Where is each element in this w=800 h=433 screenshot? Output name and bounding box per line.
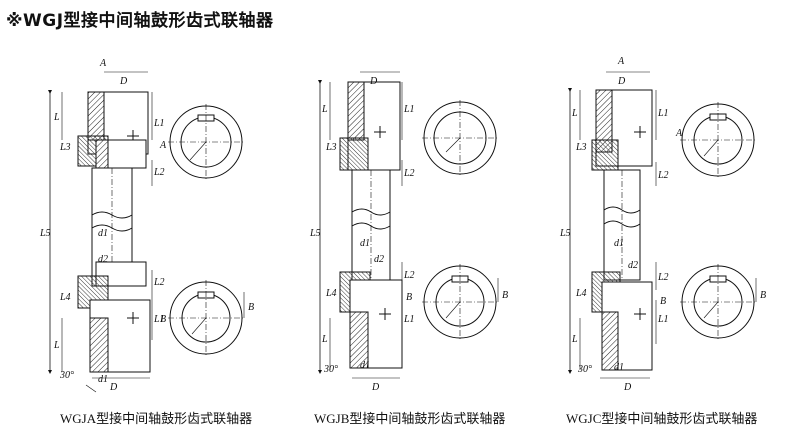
dimension-labels: L5 L L L1 L2 L2 L1 L3 L4 A A D D d1 d2 d… bbox=[39, 56, 766, 393]
dim-angle-label: 30° bbox=[577, 364, 592, 375]
dim-d-label: D bbox=[617, 76, 626, 87]
dim-a-label: A bbox=[617, 56, 625, 67]
dim-b-label: B bbox=[660, 296, 666, 307]
dim-l1-label: L1 bbox=[657, 108, 669, 119]
dim-b-label: B bbox=[160, 314, 166, 325]
dim-l2-label: L2 bbox=[153, 277, 165, 288]
dim-d1-label: d1 bbox=[614, 238, 624, 249]
dim-d2-label: d2 bbox=[628, 260, 638, 271]
dim-d1-label: d1 bbox=[360, 360, 370, 371]
dim-b-label: B bbox=[406, 292, 412, 303]
dim-l-label: L bbox=[53, 340, 60, 351]
drawing-wgjc bbox=[568, 71, 757, 379]
dim-b-label: B bbox=[502, 290, 508, 301]
dim-l2-label: L2 bbox=[657, 272, 669, 283]
dim-l-label: L bbox=[571, 108, 578, 119]
dim-l5-label: L5 bbox=[559, 228, 571, 239]
dim-a-label: A bbox=[99, 58, 107, 69]
dim-l2-label: L2 bbox=[403, 168, 415, 179]
dim-angle-label: 30° bbox=[59, 370, 74, 381]
dim-d1-label: d1 bbox=[98, 374, 108, 385]
drawing-wgjb bbox=[318, 71, 499, 379]
dim-l-label: L bbox=[321, 334, 328, 345]
dim-b-label: B bbox=[760, 290, 766, 301]
dim-l2-label: L2 bbox=[657, 170, 669, 181]
dim-d2-label: d2 bbox=[98, 254, 108, 265]
caption-wgja: WGJA型接中间轴鼓形齿式联轴器 bbox=[60, 411, 253, 426]
dim-l-label: L bbox=[53, 112, 60, 123]
caption-wgjc: WGJC型接中间轴鼓形齿式联轴器 bbox=[566, 411, 758, 426]
drawing-wgja bbox=[48, 71, 245, 393]
dim-l3-label: L3 bbox=[325, 142, 337, 153]
dim-l3-label: L3 bbox=[575, 142, 587, 153]
dim-d-label: D bbox=[371, 382, 380, 393]
dim-l3-label: L3 bbox=[59, 142, 71, 153]
dim-d-label: D bbox=[119, 76, 128, 87]
dim-l-label: L bbox=[321, 104, 328, 115]
page-title: ※WGJ型接中间轴鼓形齿式联轴器 bbox=[6, 11, 274, 31]
dim-l2-label: L2 bbox=[153, 167, 165, 178]
dim-b-label: B bbox=[248, 302, 254, 313]
dim-d-label: D bbox=[369, 76, 378, 87]
dim-l4-label: L4 bbox=[59, 292, 71, 303]
dim-a-label: A bbox=[159, 140, 167, 151]
dim-d1-label: d1 bbox=[614, 362, 624, 373]
dim-l1-label: L1 bbox=[403, 104, 415, 115]
dim-l1-label: L1 bbox=[403, 314, 415, 325]
dim-d1-label: d1 bbox=[98, 228, 108, 239]
dim-l5-label: L5 bbox=[39, 228, 51, 239]
dim-l-label: L bbox=[571, 334, 578, 345]
caption-wgjb: WGJB型接中间轴鼓形齿式联轴器 bbox=[314, 411, 506, 426]
dim-d1-label: d1 bbox=[360, 238, 370, 249]
dim-angle-label: 30° bbox=[323, 364, 338, 375]
dim-l1-label: L1 bbox=[153, 314, 165, 325]
dim-l2-label: L2 bbox=[403, 270, 415, 281]
dim-d2-label: d2 bbox=[374, 254, 384, 265]
dim-d-label: D bbox=[109, 382, 118, 393]
dim-l1-label: L1 bbox=[657, 314, 669, 325]
dim-l4-label: L4 bbox=[575, 288, 587, 299]
dim-l4-label: L4 bbox=[325, 288, 337, 299]
dim-a-label: A bbox=[675, 128, 683, 139]
dim-l5-label: L5 bbox=[309, 228, 321, 239]
dim-d-label: D bbox=[623, 382, 632, 393]
dim-l1-label: L1 bbox=[153, 118, 165, 129]
